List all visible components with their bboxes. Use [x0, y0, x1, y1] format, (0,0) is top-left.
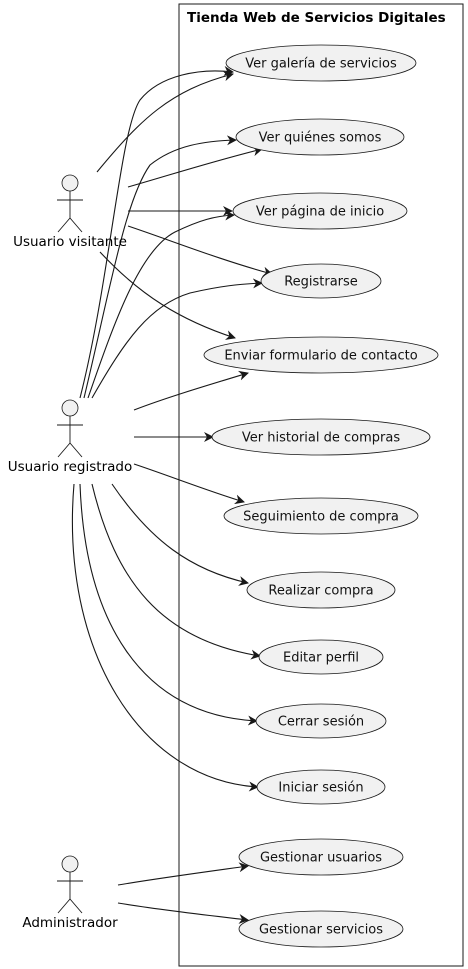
association-registrado-registrarse	[91, 278, 263, 399]
association-registrado-iniciar	[71, 483, 259, 792]
stick-figure-icon	[61, 174, 79, 192]
system-boundary: Tienda Web de Servicios Digitales	[178, 3, 464, 967]
usecase-gusuarios: Gestionar usuarios	[238, 838, 404, 876]
actor-visitante: Usuario visitante	[13, 174, 127, 250]
usecase-cerrar: Cerrar sesión	[255, 703, 387, 739]
actor-admin: Administrador	[22, 855, 118, 931]
association-registrado-inicio	[87, 210, 235, 399]
usecase-historial: Ver historial de compras	[211, 418, 431, 456]
usecase-label: Seguimiento de compra	[243, 510, 399, 525]
association-registrado-seguimiento	[133, 463, 245, 505]
usecase-label: Editar perfil	[283, 651, 359, 666]
usecase-label: Gestionar servicios	[259, 923, 383, 938]
association-registrado-quienes	[83, 135, 237, 399]
usecase-label: Cerrar sesión	[278, 715, 364, 730]
system-title: Tienda Web de Servicios Digitales	[187, 10, 446, 26]
usecase-label: Gestionar usuarios	[260, 851, 382, 866]
usecase-iniciar: Iniciar sesión	[256, 769, 386, 805]
association-registrado-galeria	[79, 65, 234, 399]
usecase-inicio: Ver página de inicio	[232, 192, 408, 230]
association-visitante-registrarse	[127, 225, 273, 277]
association-admin-gusuarios	[117, 862, 249, 886]
association-registrado-contacto	[133, 370, 249, 411]
usecase-label: Realizar compra	[268, 584, 373, 599]
actor-label: Usuario registrado	[8, 459, 132, 475]
usecase-label: Ver galería de servicios	[245, 57, 397, 72]
usecase-compra: Realizar compra	[246, 571, 396, 609]
usecase-gservicios: Gestionar servicios	[238, 910, 404, 948]
association-registrado-perfil	[91, 483, 261, 660]
association-registrado-compra	[111, 483, 249, 586]
usecase-label: Registrarse	[284, 275, 358, 290]
association-registrado-cerrar	[79, 483, 258, 726]
usecase-label: Ver historial de compras	[242, 431, 400, 446]
usecase-perfil: Editar perfil	[258, 639, 384, 675]
usecase-contacto: Enviar formulario de contacto	[203, 336, 439, 374]
usecase-label: Iniciar sesión	[278, 781, 363, 796]
association-visitante-galeria	[96, 71, 234, 173]
usecase-label: Ver página de inicio	[256, 205, 384, 220]
usecase-registrarse: Registrarse	[260, 263, 382, 299]
association-visitante-quienes	[127, 146, 263, 188]
association-admin-gservicios	[117, 902, 249, 924]
usecase-quienes: Ver quiénes somos	[235, 118, 405, 156]
actor-label: Usuario visitante	[13, 234, 127, 250]
usecase-label: Enviar formulario de contacto	[224, 349, 417, 364]
association-visitante-contacto	[99, 251, 236, 340]
usecase-seguimiento: Seguimiento de compra	[223, 497, 419, 535]
actor-label: Administrador	[22, 915, 118, 931]
stick-figure-icon	[61, 855, 79, 873]
actor-registrado: Usuario registrado	[8, 399, 132, 475]
stick-figure-icon	[61, 399, 79, 417]
usecase-galeria: Ver galería de servicios	[225, 44, 417, 82]
usecase-label: Ver quiénes somos	[259, 131, 382, 146]
